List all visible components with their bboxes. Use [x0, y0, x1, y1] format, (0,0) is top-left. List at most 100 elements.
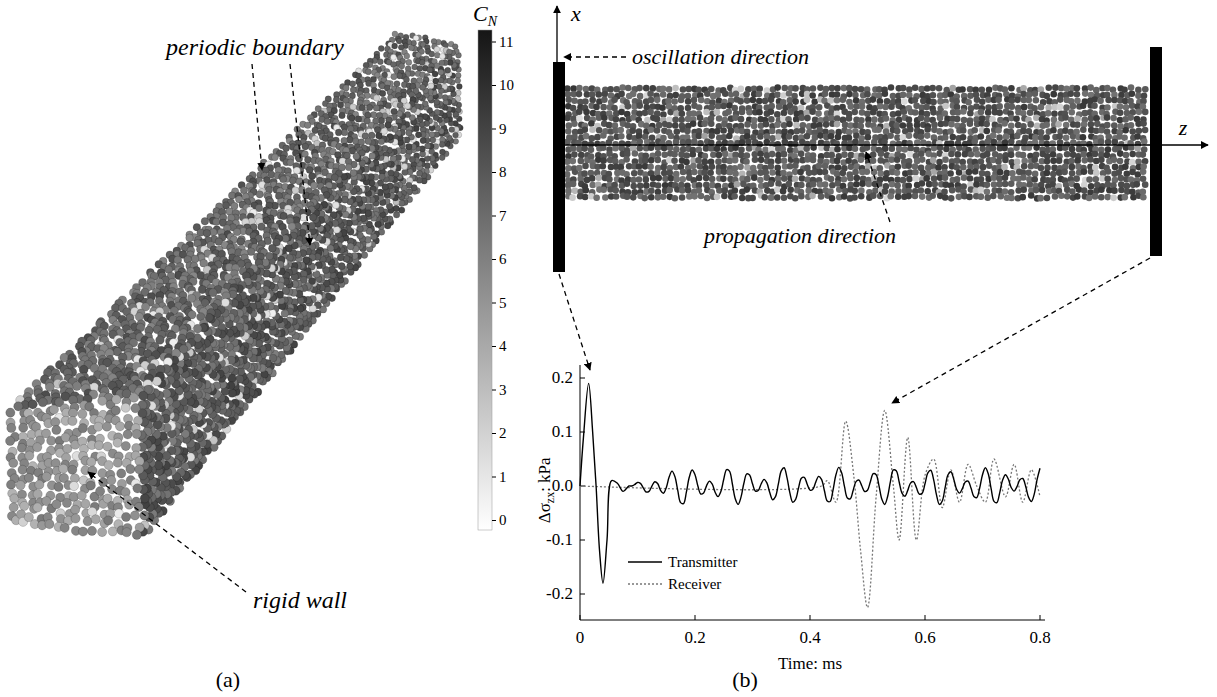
particle	[337, 101, 343, 107]
particle	[353, 153, 360, 160]
particle	[432, 71, 438, 77]
particle	[280, 176, 287, 183]
particle	[304, 156, 311, 163]
particle	[361, 252, 368, 259]
particle	[396, 38, 402, 44]
particle	[384, 222, 391, 229]
particle	[324, 118, 331, 125]
particle	[408, 45, 414, 51]
particle	[456, 84, 462, 90]
particle	[237, 238, 245, 246]
particle	[369, 153, 376, 160]
particle	[399, 63, 405, 69]
particle	[256, 191, 263, 198]
particle	[429, 51, 435, 57]
particle	[439, 155, 445, 161]
particle	[439, 53, 445, 59]
particle	[201, 217, 209, 225]
particle	[221, 298, 229, 306]
particle	[428, 83, 434, 89]
particle	[365, 138, 372, 145]
particle	[203, 229, 211, 237]
particle	[420, 137, 426, 143]
particle	[406, 130, 412, 136]
particle	[347, 125, 354, 132]
particle	[332, 202, 339, 209]
particle	[350, 81, 356, 87]
particle	[335, 129, 342, 136]
particle	[453, 132, 459, 138]
particle	[378, 138, 385, 145]
particle	[385, 122, 392, 129]
particle	[455, 78, 461, 84]
particle	[401, 163, 407, 169]
particle	[434, 46, 440, 52]
particle	[377, 59, 383, 65]
particle	[404, 53, 410, 59]
particle	[135, 313, 143, 321]
particle	[439, 141, 445, 147]
particle	[375, 221, 382, 228]
particle	[374, 127, 381, 134]
particle	[379, 173, 386, 180]
particle	[429, 149, 435, 155]
particle	[296, 155, 303, 162]
particle	[434, 63, 440, 69]
particle	[345, 164, 352, 171]
particle	[434, 52, 440, 58]
particle	[331, 174, 338, 181]
particle	[439, 149, 445, 155]
particle	[337, 254, 344, 261]
particle	[350, 87, 356, 93]
particle	[280, 212, 287, 219]
particle	[186, 234, 194, 242]
particle	[429, 131, 435, 137]
particle	[302, 143, 309, 150]
particle	[339, 158, 346, 165]
particle	[392, 43, 398, 49]
particle	[341, 196, 348, 203]
particle	[349, 115, 356, 122]
particle	[391, 74, 397, 80]
particle	[304, 122, 311, 129]
particle	[347, 243, 354, 250]
particle	[365, 69, 371, 75]
particle-prism	[6, 31, 464, 540]
particle	[406, 143, 412, 149]
particle	[268, 244, 276, 252]
particle	[271, 154, 278, 161]
particle	[427, 67, 433, 73]
particle	[233, 228, 241, 236]
particle	[283, 145, 290, 152]
particle	[288, 223, 296, 231]
particle	[434, 99, 440, 105]
particle	[380, 90, 386, 96]
particle	[333, 226, 340, 233]
particle	[381, 128, 388, 135]
particle	[289, 177, 296, 184]
particle	[355, 116, 362, 123]
particle	[339, 112, 346, 119]
particle	[281, 310, 289, 318]
particle	[247, 248, 255, 256]
particle	[376, 132, 383, 139]
particle	[378, 46, 384, 52]
particle	[373, 95, 379, 101]
particle	[396, 73, 402, 79]
particle	[309, 173, 316, 180]
particle	[343, 85, 349, 91]
particle	[404, 103, 410, 109]
particle	[430, 137, 436, 143]
particle	[442, 94, 448, 100]
particle	[209, 289, 217, 297]
particle	[191, 255, 199, 263]
particle	[433, 78, 439, 84]
particle	[390, 54, 396, 60]
particle	[406, 59, 412, 65]
particle	[240, 187, 247, 194]
particle	[213, 218, 221, 226]
particle	[415, 132, 421, 138]
particle	[449, 127, 455, 133]
